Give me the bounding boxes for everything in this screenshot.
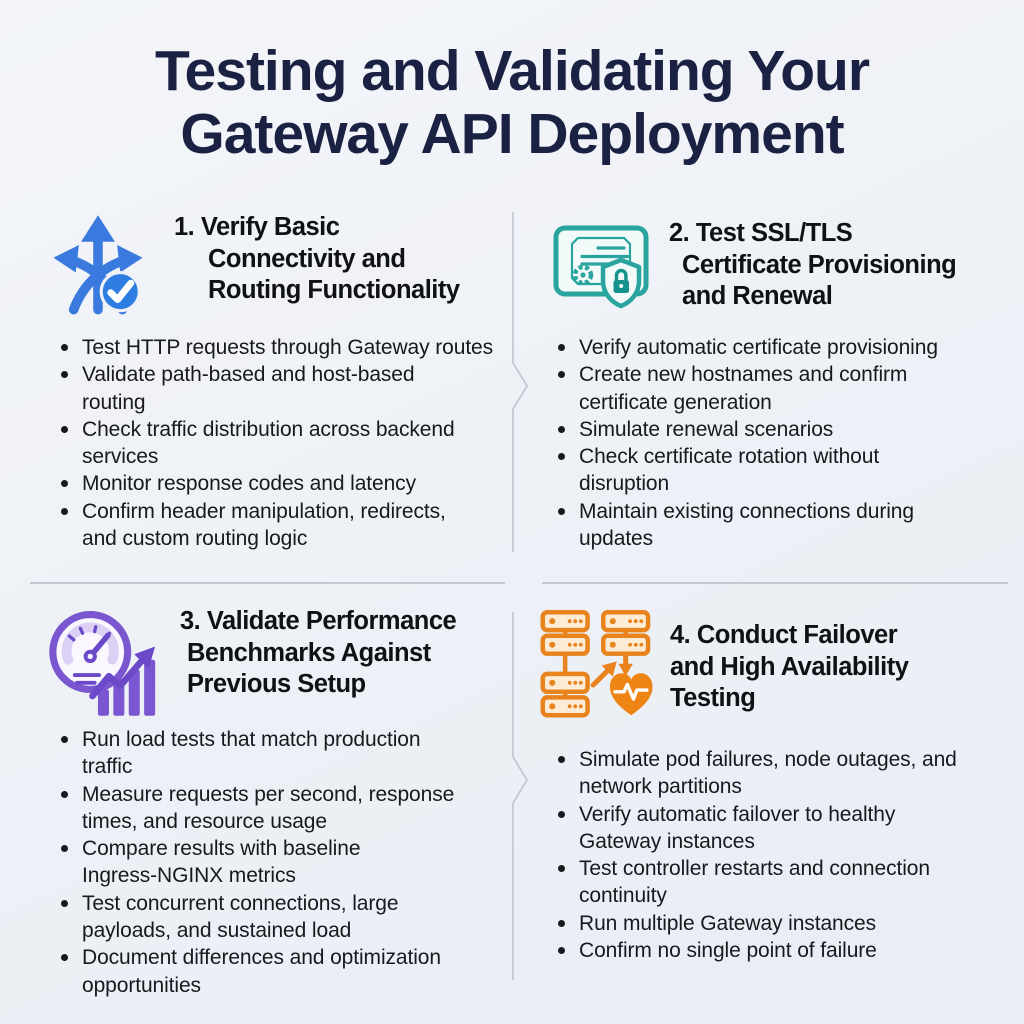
server-cluster-heartbeat-icon xyxy=(538,610,664,722)
bullet-item: Monitor response codes and latency xyxy=(58,470,522,497)
section-performance-header: 3. Validate Performance Benchmarks Again… xyxy=(40,600,527,718)
bullet-item: Verify automatic failover to healthy Gat… xyxy=(555,801,1008,856)
page-title: Testing and Validating Your Gateway API … xyxy=(154,39,870,167)
bullet-item: Compare results with baseline Ingress-NG… xyxy=(58,835,527,890)
bullet-item: Create new hostnames and confirm certifi… xyxy=(555,361,1007,416)
bullet-item: Test controller restarts and connection … xyxy=(555,855,1008,910)
section-connectivity: 1. Verify Basic Connectivity and Routing… xyxy=(40,204,522,552)
bullet-item: Run load tests that match production tra… xyxy=(58,726,527,781)
section-certificates-bullets: Verify automatic certificate provisionin… xyxy=(545,334,1007,552)
section-failover: 4. Conduct Failover and High Availabilit… xyxy=(538,606,1008,964)
section-certificates-heading: 2. Test SSL/TLS Certificate Provisioning… xyxy=(669,219,957,311)
section-certificates: 2. Test SSL/TLS Certificate Provisioning… xyxy=(545,210,1007,552)
bullet-item: Run multiple Gateway instances xyxy=(555,910,1008,937)
bullet-item: Verify automatic certificate provisionin… xyxy=(555,334,1007,361)
section-performance-heading: 3. Validate Performance Benchmarks Again… xyxy=(180,607,457,699)
bullet-item: Check certificate rotation without disru… xyxy=(555,443,1007,498)
speedometer-growth-chart-icon xyxy=(40,608,168,718)
section-certificates-header: 2. Test SSL/TLS Certificate Provisioning… xyxy=(545,210,1007,318)
bullet-item: Simulate renewal scenarios xyxy=(555,416,1007,443)
section-connectivity-heading: 1. Verify Basic Connectivity and Routing… xyxy=(174,213,460,305)
section-performance-bullets: Run load tests that match production tra… xyxy=(40,726,527,999)
branching-arrows-check-icon xyxy=(40,210,156,316)
bullet-item: Validate path-based and host-based routi… xyxy=(58,361,522,416)
bullet-item: Measure requests per second, response ti… xyxy=(58,781,527,836)
bullet-item: Test concurrent connections, large paylo… xyxy=(58,890,527,945)
section-failover-header: 4. Conduct Failover and High Availabilit… xyxy=(538,606,1008,722)
bullet-item: Test HTTP requests through Gateway route… xyxy=(58,334,522,361)
section-failover-heading: 4. Conduct Failover and High Availabilit… xyxy=(670,621,909,713)
bullet-item: Confirm no single point of failure xyxy=(555,937,1008,964)
section-connectivity-bullets: Test HTTP requests through Gateway route… xyxy=(40,334,522,552)
section-failover-bullets: Simulate pod failures, node outages, and… xyxy=(538,746,1008,964)
section-connectivity-header: 1. Verify Basic Connectivity and Routing… xyxy=(40,204,522,316)
bullet-item: Document differences and optimization op… xyxy=(58,944,527,999)
bullet-item: Simulate pod failures, node outages, and… xyxy=(555,746,1008,801)
bullet-item: Maintain existing connections during upd… xyxy=(555,498,1007,553)
section-performance: 3. Validate Performance Benchmarks Again… xyxy=(40,600,527,999)
bullet-item: Check traffic distribution across backen… xyxy=(58,416,522,471)
certificate-shield-lock-icon xyxy=(545,218,659,318)
bullet-item: Confirm header manipulation, redirects, … xyxy=(58,498,522,553)
